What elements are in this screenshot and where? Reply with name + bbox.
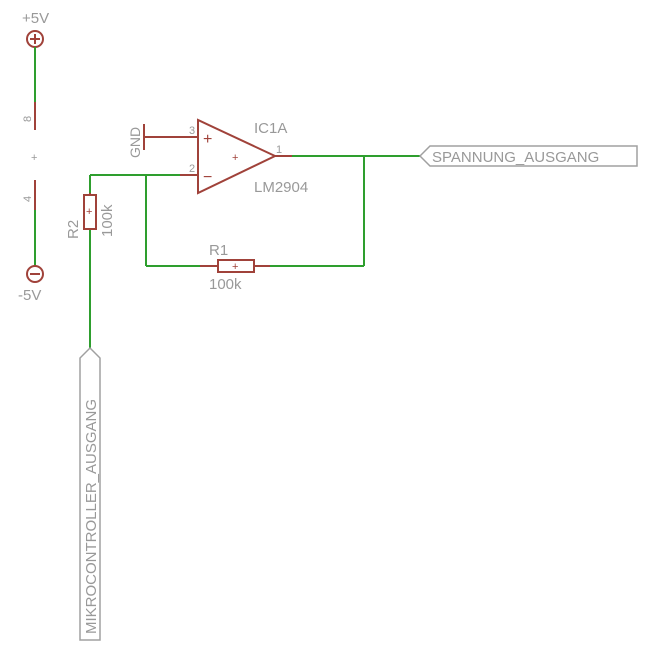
resistor-r2-value: 100k [99, 204, 116, 237]
opamp-name: IC1A [254, 120, 287, 137]
resistor-r2[interactable]: + R2 100k [65, 193, 116, 239]
resistor-r2-body-icon[interactable] [83, 194, 97, 230]
opamp[interactable]: + − + IC1A LM2904 2 1 [189, 118, 308, 196]
opamp-center-marker: + [232, 152, 238, 164]
input-net-label[interactable]: MIKROCONTROLLER_AUSGANG [79, 346, 101, 641]
resistor-r1-name: R1 [209, 242, 228, 259]
input-net-label-text: MIKROCONTROLLER_AUSGANG [83, 399, 100, 634]
output-net-label[interactable]: SPANNUNG_AUSGANG [418, 145, 638, 167]
output-net-label-text: SPANNUNG_AUSGANG [432, 149, 599, 166]
positive-supply-icon[interactable] [26, 30, 44, 48]
resistor-r1[interactable]: + R1 100k [200, 242, 270, 293]
negative-supply-label: -5V [18, 287, 41, 304]
opamp-minus-symbol: − [203, 169, 212, 186]
negative-supply-icon[interactable] [26, 265, 44, 283]
resistor-r1-value: 100k [209, 276, 242, 293]
output-net-tag-icon[interactable] [418, 145, 638, 167]
ground-label: GND [127, 127, 143, 158]
supply-pin-bottom-number: 4 [22, 196, 34, 202]
supply-pin-top-number: 8 [22, 116, 34, 122]
resistor-r2-name: R2 [65, 220, 82, 239]
input-net-tag-icon[interactable] [79, 346, 101, 641]
opamp-value: LM2904 [254, 179, 308, 196]
power-supply: +5V 8 + 4 -5V [18, 10, 49, 304]
opamp-pin-3-number: 3 [189, 125, 195, 137]
resistor-r2-marker: + [86, 206, 92, 218]
resistor-r1-marker: + [232, 261, 238, 273]
positive-supply-label: +5V [22, 10, 49, 27]
supply-pin-mid-marker: + [31, 152, 37, 164]
ground-symbol: GND 3 [127, 124, 198, 158]
opamp-plus-symbol: + [203, 131, 212, 148]
opamp-triangle-icon[interactable] [197, 118, 278, 195]
opamp-pin-2-number: 2 [189, 163, 195, 175]
wires [89, 155, 420, 348]
opamp-pin-1-number: 1 [276, 144, 282, 156]
